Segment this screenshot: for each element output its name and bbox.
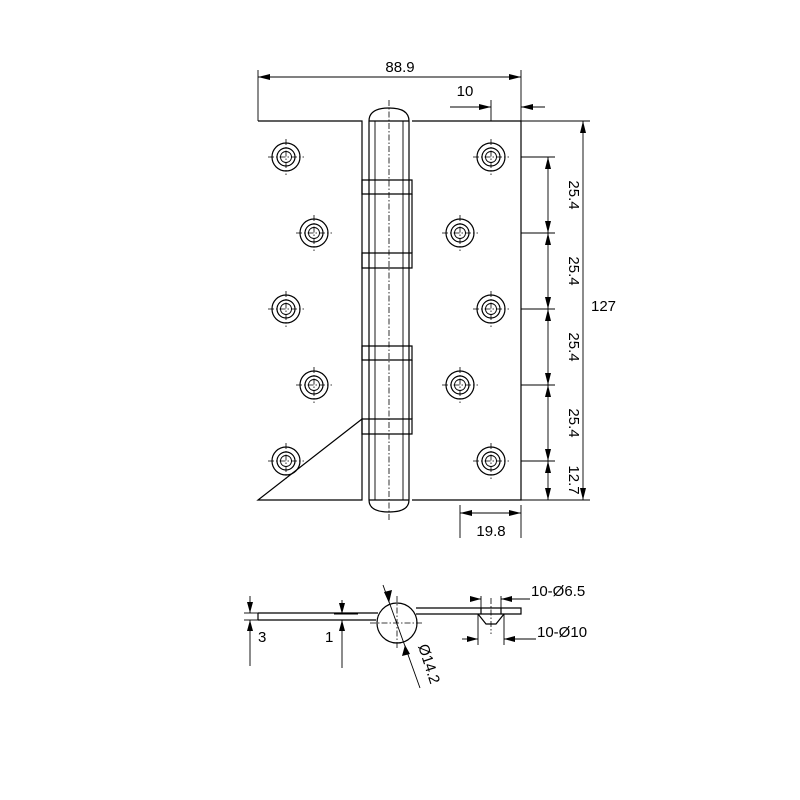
dim-hole-small: 10-Ø6.5 <box>470 583 585 608</box>
knuckle-joints <box>361 179 413 435</box>
screw-hole <box>296 215 332 251</box>
dim-hole-large-label: 10-Ø10 <box>537 624 587 641</box>
dim-pitch-4: 25.4 <box>565 408 582 437</box>
dim-knuckle-diameter-label: Ø14.2 <box>414 642 443 686</box>
pitch-extension-lines <box>521 156 555 501</box>
screw-hole <box>268 139 304 175</box>
screw-holes <box>268 139 509 479</box>
screw-hole <box>473 139 509 175</box>
dim-pitch-1: 25.4 <box>565 180 582 209</box>
screw-hole <box>473 291 509 327</box>
screw-hole <box>296 367 332 403</box>
screw-hole <box>442 367 478 403</box>
dim-height-label: 127 <box>591 298 616 315</box>
dim-knuckle-diameter: Ø14.2 <box>382 584 443 689</box>
screw-hole <box>442 215 478 251</box>
screw-hole <box>268 443 304 479</box>
dim-hole-large: 10-Ø10 <box>462 614 587 645</box>
countersunk-hole-section <box>477 598 505 634</box>
dim-leaf-thickness-label: 3 <box>258 629 266 646</box>
dim-gap: 1 <box>325 600 358 668</box>
dim-pitch-3: 25.4 <box>565 332 582 361</box>
dim-pitch-2: 25.4 <box>565 256 582 285</box>
pitch-arrows <box>545 157 551 500</box>
dim-overall-width: 88.9 <box>257 59 522 121</box>
dim-hole-offset-label: 19.8 <box>476 523 505 540</box>
right-leaf <box>412 120 522 501</box>
dim-overall-width-label: 88.9 <box>385 59 414 76</box>
dim-gap-label: 1 <box>325 629 333 646</box>
dim-hole-offset: 19.8 <box>459 505 522 540</box>
dim-end-distance: 12.7 <box>565 465 582 494</box>
left-leaf <box>256 120 363 501</box>
dim-edge-offset-label: 10 <box>457 83 474 100</box>
dim-hole-small-label: 10-Ø6.5 <box>531 583 585 600</box>
dim-height: 127 <box>521 120 616 501</box>
screw-hole <box>268 291 304 327</box>
dim-leaf-thickness: 3 <box>244 596 266 666</box>
screw-hole <box>473 443 509 479</box>
dim-edge-offset: 10 <box>450 83 545 121</box>
hinge-front-view <box>256 100 522 520</box>
